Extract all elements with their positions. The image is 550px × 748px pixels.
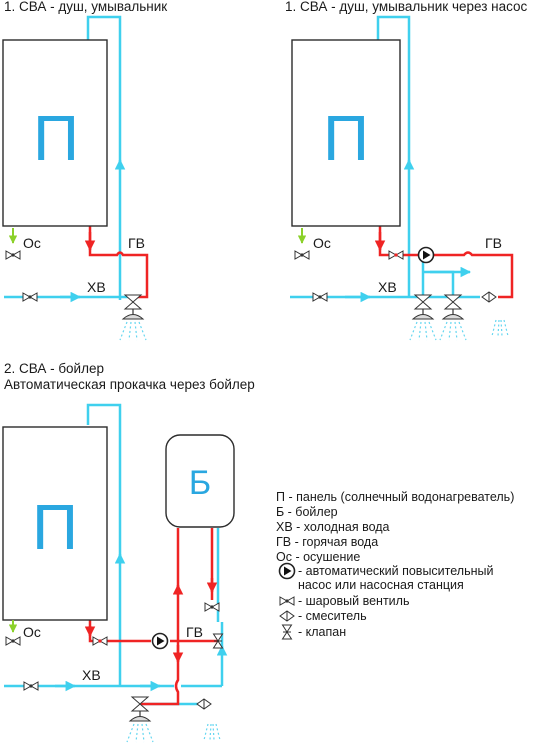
legend: П - панель (солнечный водонагреватель) Б… [276, 490, 514, 640]
heading-bottom-2: Автоматическая прокачка через бойлер [4, 377, 255, 392]
solar-panel-2 [291, 39, 401, 227]
os-label-2: Ос [313, 235, 331, 251]
legend-item: ГВ - горячая вода [276, 535, 378, 549]
mixer-icon [481, 291, 497, 303]
hot-line-2 [430, 251, 514, 299]
legend-item: - клапан [298, 625, 346, 639]
drain-1 [5, 228, 21, 260]
heading-top-left: 1. СВА - душ, умывальник [4, 0, 167, 14]
ball-valve-icon [204, 602, 220, 612]
legend-item: Б - бойлер [276, 505, 338, 519]
hv-label-3: ХВ [82, 667, 101, 683]
gv-label-2: ГВ [485, 235, 502, 251]
pump-icon [278, 562, 296, 580]
legend-item: - автоматический повысительный [298, 564, 493, 578]
gv-label-3: ГВ [186, 624, 203, 640]
shower-icon [409, 294, 437, 341]
cold-riser-2 [376, 15, 411, 297]
pump-icon [151, 632, 169, 650]
hot-line-1 [88, 225, 149, 299]
panel-label-1: П [33, 102, 79, 174]
os-label-1: Ос [23, 235, 41, 251]
legend-item: - шаровый вентиль [298, 594, 409, 608]
ball-valve-icon [279, 596, 295, 606]
shower-icon [119, 294, 147, 341]
check-valve-icon [213, 633, 223, 649]
heading-top-right: 1. СВА - душ, умывальник через насос [285, 0, 528, 14]
legend-item: - смеситель [298, 609, 367, 623]
pump-icon [417, 246, 435, 264]
shower-icon [439, 294, 467, 341]
os-label-3: Ос [23, 624, 41, 640]
shower-spray-icon [203, 723, 221, 741]
cold-riser-3 [86, 403, 122, 686]
hot-to-shower-3 [140, 641, 180, 706]
legend-item: насос или насосная станция [298, 578, 464, 592]
mixer-icon [279, 610, 295, 622]
ball-valve-icon [388, 250, 404, 260]
hv-label-2: ХВ [378, 279, 397, 295]
drain-2 [294, 228, 310, 260]
ball-valve-icon [312, 292, 328, 302]
shower-spray-icon [491, 319, 509, 337]
solar-panel-3 [2, 426, 108, 621]
ball-valve-icon [5, 250, 21, 260]
ball-valve-icon [23, 681, 39, 691]
panel-label-2: П [323, 102, 369, 174]
diagram-3-pipes [4, 403, 228, 706]
solar-panel-1 [2, 39, 108, 227]
cold-bypass-2b [422, 270, 455, 297]
boiler-label: Б [189, 464, 211, 502]
drain-3 [5, 620, 21, 646]
panel-label-3: П [32, 491, 78, 563]
hv-label-1: ХВ [87, 279, 106, 295]
heading-bottom-1: 2. СВА - бойлер [4, 361, 104, 376]
mixer-icon [196, 698, 212, 710]
gv-label-1: ГВ [128, 235, 145, 251]
legend-item: ХВ - холодная вода [276, 520, 390, 534]
ball-valve-icon [294, 250, 310, 260]
legend-item: Ос - осушение [276, 550, 360, 564]
ball-valve-icon [92, 636, 108, 646]
ball-valve-icon [22, 292, 38, 302]
boiler [165, 434, 235, 528]
check-valve-icon [282, 624, 292, 640]
ball-valve-icon [5, 636, 21, 646]
legend-item: П - панель (солнечный водонагреватель) [276, 490, 514, 504]
